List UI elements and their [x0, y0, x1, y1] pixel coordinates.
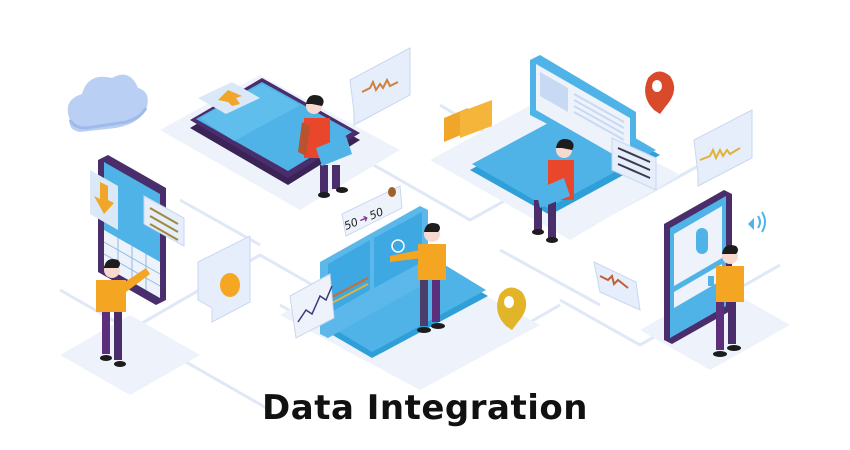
chart-icon — [289, 273, 335, 339]
sound-wave-card-top — [349, 47, 411, 126]
download-arrow-icon — [90, 170, 118, 230]
svg-text:50➜50: 50➜50 — [342, 205, 385, 232]
person-orange-shirt-touching-screen — [390, 223, 446, 333]
lightbulb-icon — [220, 273, 240, 297]
microphone-icon — [696, 228, 708, 254]
person-orange-shirt-pointing — [96, 259, 150, 367]
exchange-card: 50➜50 — [341, 185, 403, 237]
message-lines-icon — [143, 195, 185, 247]
location-pin-icon — [645, 71, 675, 114]
audio-wave-icon — [361, 77, 399, 93]
sound-wave-card-bottom — [593, 261, 641, 311]
phone-voice-device — [664, 190, 732, 344]
person-red-shirt-seated — [298, 95, 352, 198]
message-lines-icon — [611, 137, 657, 191]
person-red-shirt-seated-right — [532, 139, 574, 243]
page-title: Data Integration — [262, 388, 588, 428]
idea-card — [197, 235, 251, 323]
cloud-icon — [67, 74, 148, 132]
person-orange-shirt-with-phone — [708, 245, 744, 357]
speaker-icon — [748, 211, 766, 233]
audio-wave-icon — [599, 274, 629, 289]
folder-icon — [444, 100, 492, 142]
exchange-icon — [388, 187, 396, 197]
sound-wave-card-right — [693, 109, 753, 187]
laptop-dashboard-device: 50➜50 — [289, 185, 488, 358]
upload-arrow-icon — [198, 82, 260, 114]
location-pin-icon — [497, 287, 527, 330]
audio-wave-icon — [699, 147, 741, 161]
